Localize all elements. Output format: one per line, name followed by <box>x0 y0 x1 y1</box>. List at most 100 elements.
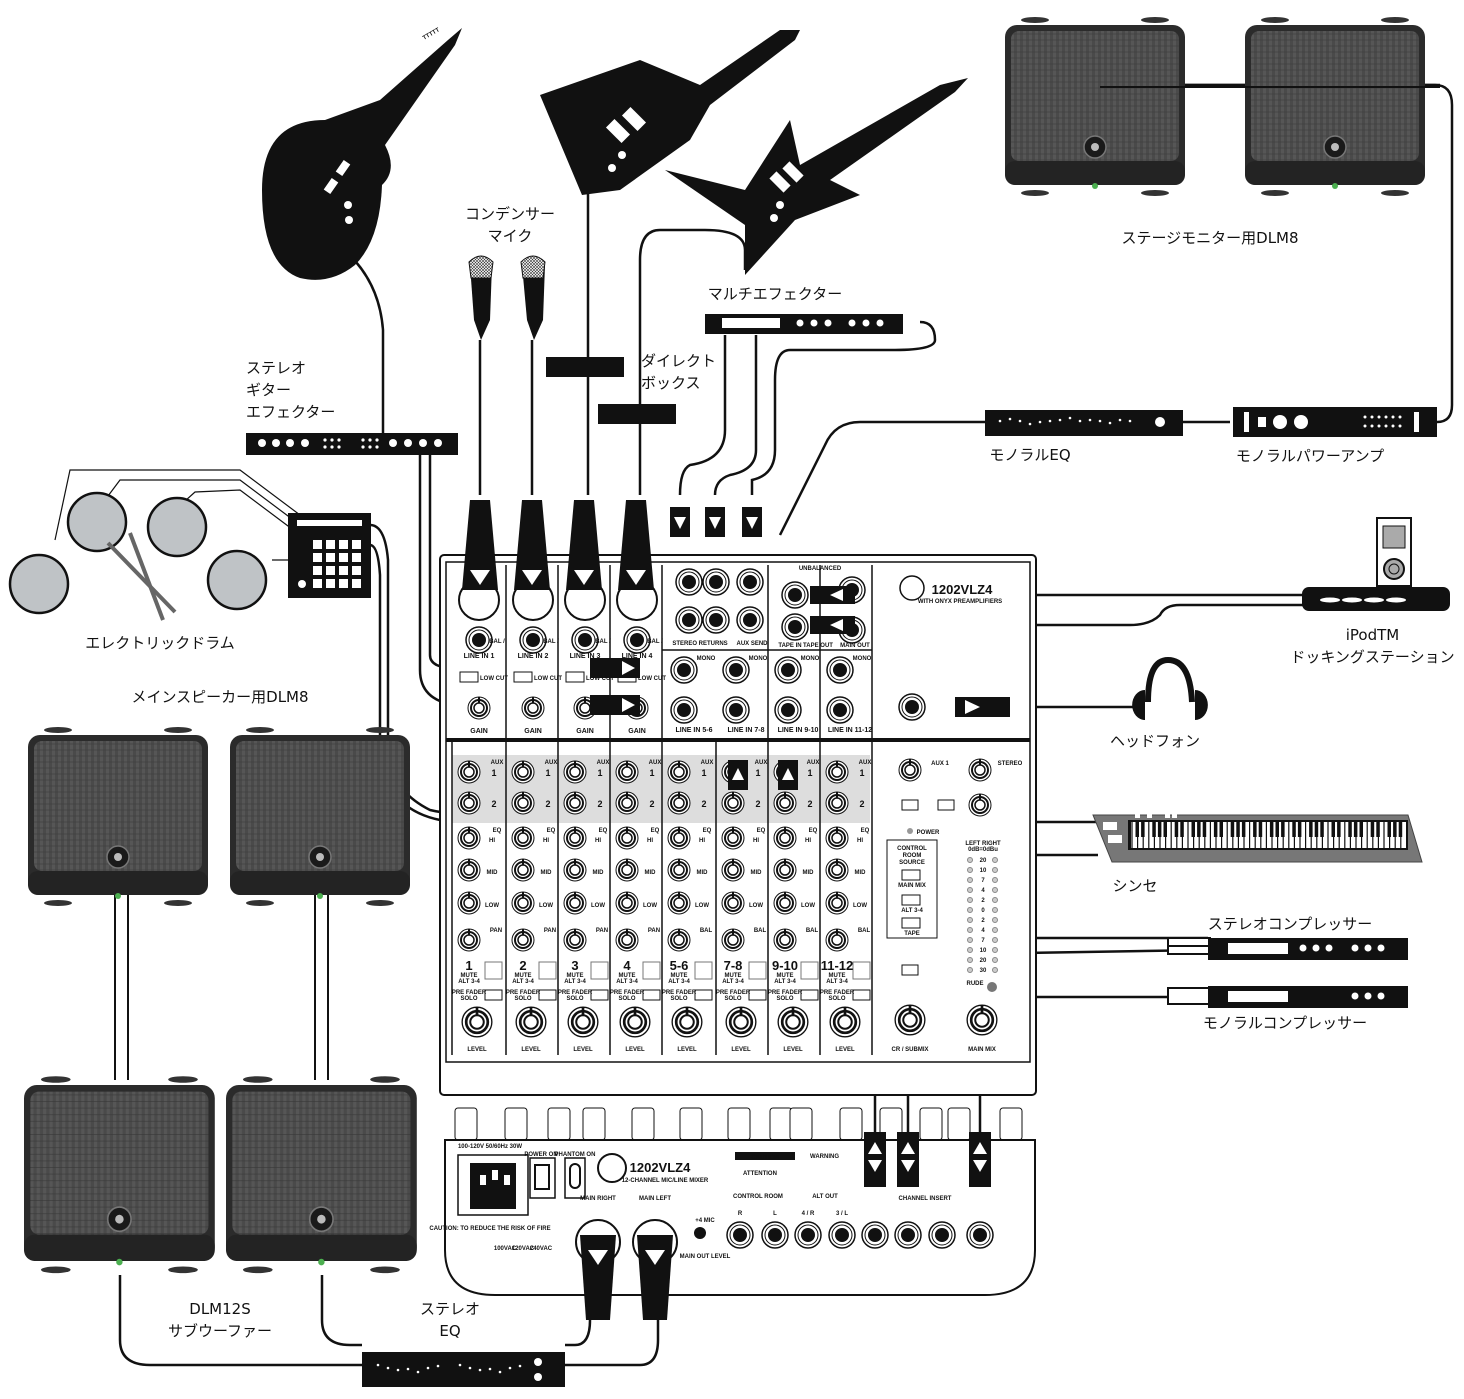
level-knob[interactable] <box>618 1005 652 1039</box>
gain-knob[interactable] <box>467 696 491 720</box>
cr-submix-knob[interactable] <box>893 1003 927 1037</box>
return-to-aux1-button[interactable] <box>937 799 955 811</box>
stereo-line-l-jack[interactable] <box>722 656 750 684</box>
aux2-knob[interactable] <box>825 791 849 815</box>
aux1-knob[interactable] <box>615 760 639 784</box>
mute-button[interactable] <box>538 961 557 980</box>
bal-knob[interactable] <box>773 928 797 952</box>
gain-knob[interactable] <box>521 696 545 720</box>
eq-hi-knob[interactable] <box>773 826 797 850</box>
eq-mid-knob[interactable] <box>667 858 691 882</box>
tape-in-l-jack[interactable] <box>781 581 809 609</box>
solo-button[interactable] <box>538 989 557 1001</box>
aux2-knob[interactable] <box>667 791 691 815</box>
mute-button[interactable] <box>590 961 609 980</box>
stereo-return-2-knob[interactable] <box>968 793 992 817</box>
eq-hi-knob[interactable] <box>721 826 745 850</box>
mute-button[interactable] <box>748 961 767 980</box>
return-jack[interactable] <box>736 606 764 634</box>
aux2-knob[interactable] <box>721 791 745 815</box>
level-knob[interactable] <box>828 1005 862 1039</box>
eq-low-knob[interactable] <box>825 891 849 915</box>
pan-knob[interactable] <box>563 928 587 952</box>
aux2-knob[interactable] <box>457 791 481 815</box>
cr-source-button[interactable] <box>901 894 921 906</box>
solo-button[interactable] <box>800 989 819 1001</box>
aux1-knob[interactable] <box>825 760 849 784</box>
return-jack[interactable] <box>702 606 730 634</box>
line-input-jack[interactable] <box>519 626 547 654</box>
main-mix-knob[interactable] <box>965 1003 999 1037</box>
aux1-knob[interactable] <box>511 760 535 784</box>
eq-low-knob[interactable] <box>615 891 639 915</box>
eq-hi-knob[interactable] <box>511 826 535 850</box>
eq-low-knob[interactable] <box>721 891 745 915</box>
mute-button[interactable] <box>800 961 819 980</box>
level-knob[interactable] <box>670 1005 704 1039</box>
eq-low-knob[interactable] <box>667 891 691 915</box>
mute-button[interactable] <box>484 961 503 980</box>
eq-mid-knob[interactable] <box>563 858 587 882</box>
eq-mid-knob[interactable] <box>773 858 797 882</box>
bal-knob[interactable] <box>825 928 849 952</box>
rear-jack[interactable] <box>726 1221 754 1249</box>
pan-knob[interactable] <box>457 928 481 952</box>
return-jack[interactable] <box>675 568 703 596</box>
stereo-line-r-jack[interactable] <box>670 696 698 724</box>
return-jack[interactable] <box>736 568 764 596</box>
eq-hi-knob[interactable] <box>615 826 639 850</box>
solo-button[interactable] <box>484 989 503 1001</box>
return-jack[interactable] <box>702 568 730 596</box>
headphone-jack[interactable] <box>898 693 926 721</box>
eq-hi-knob[interactable] <box>825 826 849 850</box>
line-input-jack[interactable] <box>571 626 599 654</box>
rear-jack[interactable] <box>761 1221 789 1249</box>
eq-mid-knob[interactable] <box>721 858 745 882</box>
solo-button[interactable] <box>642 989 661 1001</box>
eq-mid-knob[interactable] <box>457 858 481 882</box>
eq-low-knob[interactable] <box>563 891 587 915</box>
assign-to-main-button[interactable] <box>901 964 919 976</box>
rear-jack[interactable] <box>928 1221 956 1249</box>
aux2-knob[interactable] <box>773 791 797 815</box>
mute-button[interactable] <box>694 961 713 980</box>
aux1-knob[interactable] <box>457 760 481 784</box>
eq-hi-knob[interactable] <box>457 826 481 850</box>
eq-mid-knob[interactable] <box>615 858 639 882</box>
line-input-jack[interactable] <box>465 626 493 654</box>
pan-knob[interactable] <box>511 928 535 952</box>
eq-low-knob[interactable] <box>773 891 797 915</box>
eq-hi-knob[interactable] <box>563 826 587 850</box>
eq-hi-knob[interactable] <box>667 826 691 850</box>
pan-knob[interactable] <box>615 928 639 952</box>
solo-button[interactable] <box>590 989 609 1001</box>
mute-button[interactable] <box>642 961 661 980</box>
tape-in-r-jack[interactable] <box>781 613 809 641</box>
eq-low-knob[interactable] <box>511 891 535 915</box>
line-input-jack[interactable] <box>623 626 651 654</box>
mic-line-switch[interactable] <box>694 1227 706 1239</box>
stereo-line-r-jack[interactable] <box>722 696 750 724</box>
stereo-return-1-knob[interactable] <box>968 758 992 782</box>
rear-jack[interactable] <box>828 1221 856 1249</box>
mute-button[interactable] <box>852 961 871 980</box>
stereo-line-r-jack[interactable] <box>774 696 802 724</box>
aux1-knob[interactable] <box>563 760 587 784</box>
eq-low-knob[interactable] <box>457 891 481 915</box>
aux2-knob[interactable] <box>511 791 535 815</box>
eq-mid-knob[interactable] <box>825 858 849 882</box>
bal-knob[interactable] <box>721 928 745 952</box>
return-jack[interactable] <box>675 606 703 634</box>
stereo-line-l-jack[interactable] <box>670 656 698 684</box>
stereo-line-l-jack[interactable] <box>774 656 802 684</box>
aux-pre-post-button[interactable] <box>901 799 919 811</box>
rear-jack[interactable] <box>966 1221 994 1249</box>
level-knob[interactable] <box>514 1005 548 1039</box>
eq-mid-knob[interactable] <box>511 858 535 882</box>
rear-jack[interactable] <box>861 1221 889 1249</box>
solo-button[interactable] <box>852 989 871 1001</box>
aux1-master-knob[interactable] <box>898 758 922 782</box>
cr-source-button[interactable] <box>901 869 921 881</box>
rear-jack[interactable] <box>794 1221 822 1249</box>
stereo-line-l-jack[interactable] <box>826 656 854 684</box>
